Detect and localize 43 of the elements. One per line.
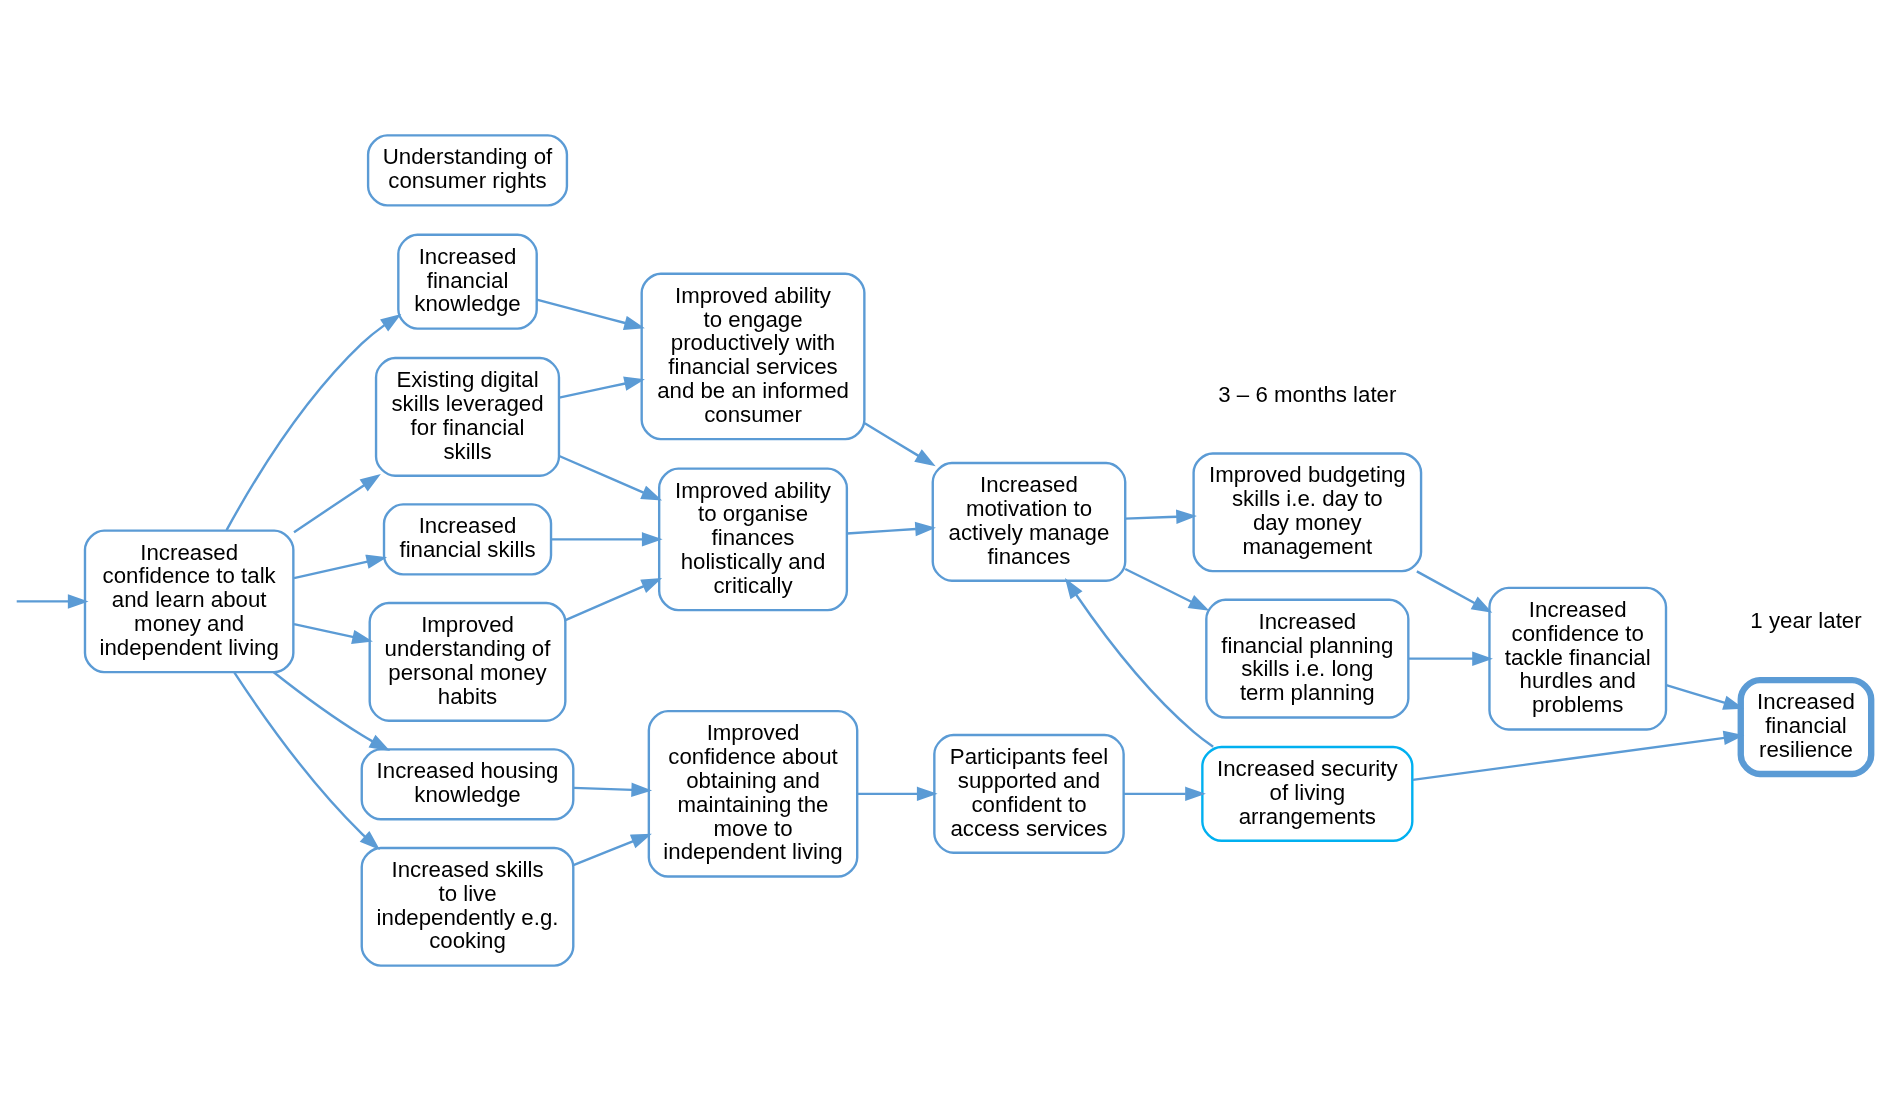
node-box: Increased housing knowledge	[360, 747, 575, 820]
arrow	[16, 593, 89, 609]
arrow	[551, 531, 663, 547]
arrow	[565, 577, 663, 621]
arrow	[1064, 577, 1214, 748]
arrow	[1125, 509, 1197, 524]
arrow	[273, 670, 391, 751]
arrow	[1124, 567, 1210, 611]
arrow	[573, 782, 653, 797]
node-box: Improved budgeting skills i.e. day to day money management	[1192, 451, 1423, 572]
node-box: Increased confidence to talk and learn about money and independent living	[83, 528, 295, 673]
node-box: Understanding of consumer rights	[366, 133, 569, 207]
arrow	[293, 554, 388, 579]
arrow	[857, 786, 938, 801]
arrow	[1416, 569, 1493, 613]
node-box: Increased financial knowledge	[397, 233, 538, 330]
node-box: Increased financial resilience	[1737, 676, 1875, 777]
arrow	[233, 671, 381, 850]
node-box: Increased motivation to actively manage finances	[931, 461, 1127, 582]
arrow	[558, 376, 645, 399]
arrow	[1123, 786, 1206, 801]
node-box: Participants feel supported and confident to access services	[933, 733, 1125, 854]
arrow	[558, 454, 663, 501]
node-box: Increased financial planning skills i.e. long term planning	[1205, 598, 1410, 719]
label: 3 – 6 months later	[1218, 381, 1397, 407]
arrow	[536, 297, 645, 330]
node-box: Existing digital skills leveraged for financial skills	[374, 356, 561, 477]
node-box: Increased skills to live independently e.g. cooking	[360, 846, 575, 967]
node-box: Increased security of living arrangements	[1201, 745, 1414, 842]
label: 1 year later	[1750, 607, 1862, 633]
arrow	[864, 421, 936, 466]
node-box: Improved ability to organise finances holistically and critically	[658, 466, 849, 611]
arrow	[573, 833, 652, 866]
node-box: Increased confidence to tackle financial hurdles and problems	[1488, 586, 1668, 731]
arrow	[1408, 650, 1493, 666]
arrow	[293, 473, 381, 533]
arrow	[225, 313, 402, 531]
arrow	[293, 622, 373, 644]
node-box: Improved confidence about obtaining and maintaining the move to independent living	[647, 709, 859, 878]
node-box: Increased financial skills	[382, 502, 553, 576]
arrow	[846, 521, 936, 536]
node-box: Improved understanding of personal money habits	[368, 601, 567, 722]
node-box: Improved ability to engage productively with financial services and be an informed consumer	[640, 272, 866, 440]
